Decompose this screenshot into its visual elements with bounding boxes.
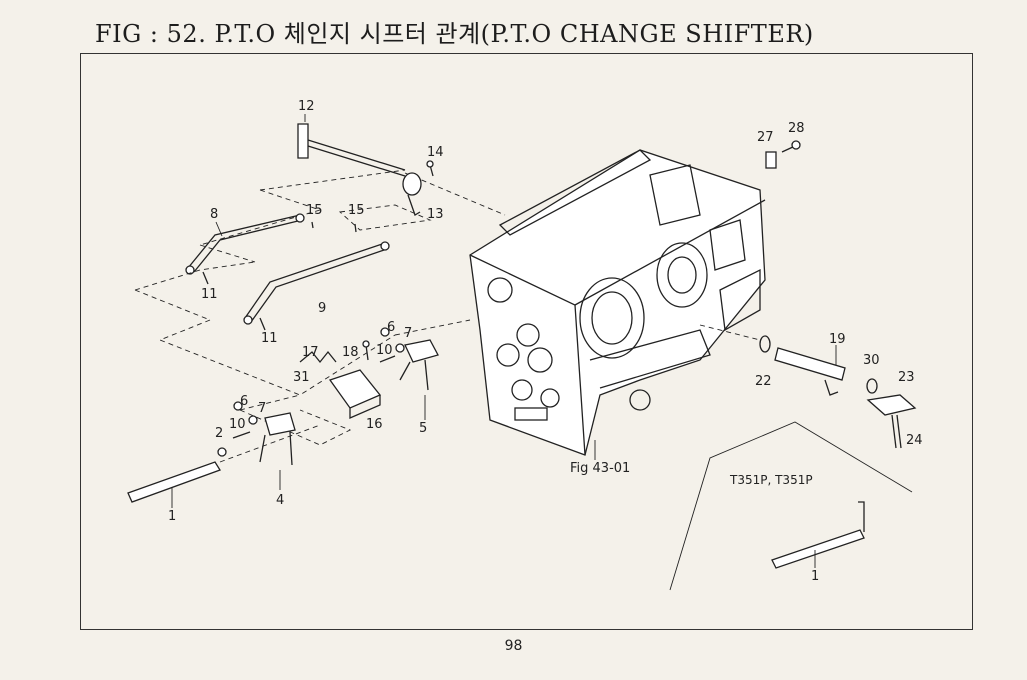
part-22-ring <box>759 335 771 353</box>
callout-10a: 10 <box>229 417 246 432</box>
part-13-arm <box>402 172 422 216</box>
inset-outline <box>669 421 913 591</box>
callout-30: 30 <box>863 353 880 368</box>
part-19-shifter <box>774 347 846 396</box>
part-9-link <box>243 241 390 325</box>
callout-1: 1 <box>168 509 176 524</box>
part-31-spring <box>299 350 337 364</box>
inset-part-1-shaft <box>771 501 865 569</box>
callout-17: 17 <box>302 345 319 360</box>
part-1-shaft <box>127 424 321 503</box>
callout-11a: 11 <box>201 287 218 302</box>
part-27-plate <box>765 151 777 169</box>
part-23-arm <box>866 394 917 416</box>
callout-15b: 15 <box>348 203 365 218</box>
part-4-fork <box>259 412 296 466</box>
inset-models: T351P, T351P <box>729 473 813 487</box>
callout-13: 13 <box>427 207 444 222</box>
callout-22: 22 <box>755 374 772 389</box>
part-8-link <box>185 213 305 275</box>
callout-15a: 15 <box>306 203 323 218</box>
callout-19: 19 <box>829 332 846 347</box>
callout-11b: 11 <box>261 331 278 346</box>
callout-14: 14 <box>427 145 444 160</box>
callout-31: 31 <box>293 370 310 385</box>
callout-24: 24 <box>906 433 923 448</box>
callout-6a: 6 <box>240 394 248 409</box>
page-number: 98 <box>504 638 523 654</box>
inset-callout-1: 1 <box>811 569 819 584</box>
callout-18: 18 <box>342 345 359 360</box>
callout-6b: 6 <box>387 320 395 335</box>
part-14-bolt <box>426 160 434 177</box>
diagram-frame <box>80 53 973 630</box>
callout-10b: 10 <box>376 343 393 358</box>
callout-12: 12 <box>298 99 315 114</box>
callout-5: 5 <box>419 421 427 436</box>
callout-27: 27 <box>757 130 774 145</box>
transmission-case <box>469 149 766 456</box>
part-24-pin <box>891 414 902 449</box>
part-5-fork <box>399 339 439 391</box>
callout-2: 2 <box>215 426 223 441</box>
part-12-rod <box>297 123 506 216</box>
callout-23: 23 <box>898 370 915 385</box>
callout-9: 9 <box>318 301 326 316</box>
part-28-bolt <box>781 140 801 153</box>
figure-title: FIG : 52. P.T.O 체인지 시프터 관계(P.T.O CHANGE … <box>95 20 814 48</box>
callout-8: 8 <box>210 207 218 222</box>
part-30-ring <box>866 378 878 394</box>
callout-16: 16 <box>366 417 383 432</box>
callout-4: 4 <box>276 493 284 508</box>
callout-7a: 7 <box>258 401 266 416</box>
fig-ref-label: Fig 43-01 <box>570 461 630 476</box>
callout-7b: 7 <box>404 326 412 341</box>
part-16-block <box>328 369 382 419</box>
callout-28: 28 <box>788 121 805 136</box>
